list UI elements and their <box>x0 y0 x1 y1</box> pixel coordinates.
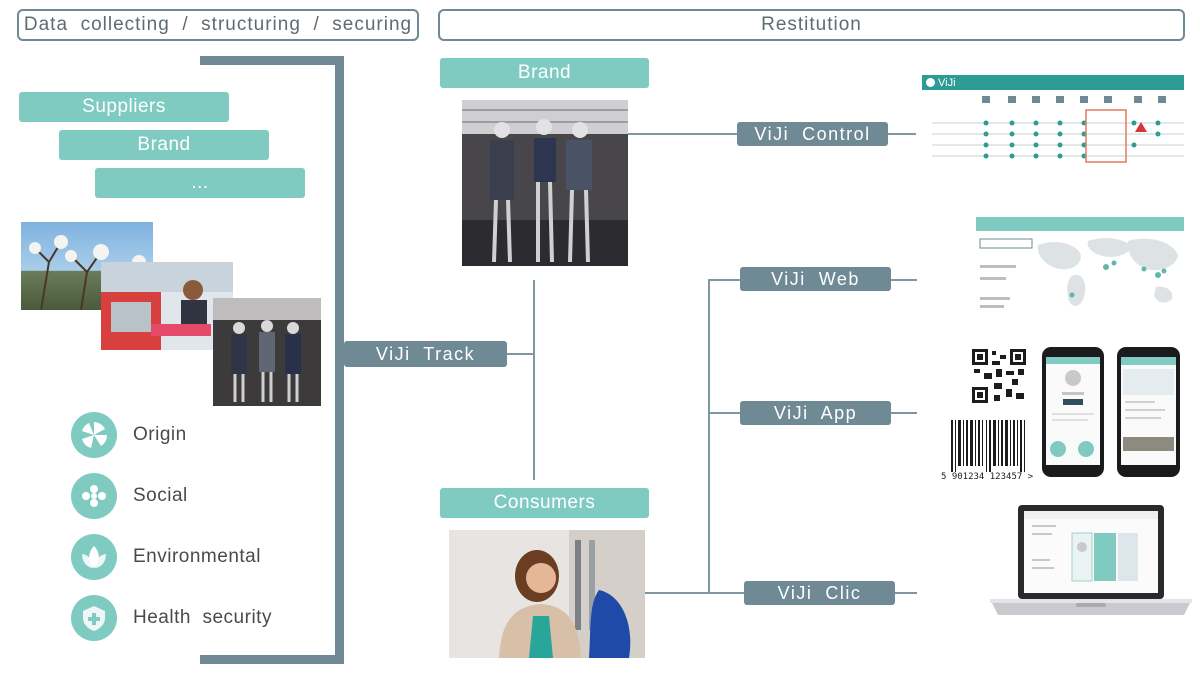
store-mannequins-photo <box>213 298 321 406</box>
viji-control-screenshot: ViJi <box>922 75 1184 165</box>
viji-control-label: ViJi Control <box>737 122 888 146</box>
category-health-security: Health security <box>71 595 272 641</box>
web-branch-line <box>708 279 740 281</box>
category-environmental: Environmental <box>71 534 261 580</box>
clic-to-screen-line <box>895 592 917 594</box>
bracket-vertical <box>335 56 344 664</box>
track-connector <box>507 353 534 355</box>
consumers-label: Consumers <box>440 488 649 518</box>
social-icon <box>71 473 117 519</box>
health-security-icon <box>71 595 117 641</box>
profile-avatar <box>1065 370 1081 386</box>
phone-profile-screen <box>1042 347 1104 477</box>
environmental-icon <box>71 534 117 580</box>
origin-icon <box>71 412 117 458</box>
source-more: ... <box>95 168 305 198</box>
control-topbar: ViJi <box>922 75 1184 90</box>
data-collecting-header: Data collecting / structuring / securing <box>17 9 419 41</box>
control-to-screen-line <box>888 133 916 135</box>
source-suppliers: Suppliers <box>19 92 229 122</box>
factory-worker-photo <box>101 262 233 350</box>
category-origin: Origin <box>71 412 187 458</box>
app-to-screen-line <box>891 412 917 414</box>
brand-store-photo <box>462 100 628 266</box>
category-social-label: Social <box>133 485 188 506</box>
consumers-to-clic-line <box>645 592 745 594</box>
brand-to-control-line <box>628 133 738 135</box>
category-social: Social <box>71 473 188 519</box>
control-logo-text: ViJi <box>938 76 956 89</box>
viji-clic-label: ViJi Clic <box>744 581 895 605</box>
viji-logo-icon <box>926 78 935 87</box>
restitution-header-text: Restitution <box>761 14 862 35</box>
viji-web-label: ViJi Web <box>740 267 891 291</box>
viji-track-label: ViJi Track <box>344 341 507 367</box>
category-environmental-label: Environmental <box>133 546 261 567</box>
restitution-header: Restitution <box>438 9 1185 41</box>
viji-web-screenshot <box>976 205 1184 319</box>
restitution-vertical-line <box>708 280 710 594</box>
consumer-shopping-photo <box>449 530 645 658</box>
qr-code <box>972 349 1026 403</box>
control-table-graphic <box>932 96 1184 163</box>
phone-map-screen <box>1117 347 1180 477</box>
bracket-bottom <box>200 655 344 664</box>
web-to-screen-line <box>891 279 917 281</box>
viji-app-label: ViJi App <box>740 401 891 425</box>
barcode: 5 901234 123457 > <box>941 418 1035 486</box>
bracket-top <box>200 56 344 65</box>
app-branch-line <box>708 412 740 414</box>
central-vertical-line <box>533 280 535 480</box>
barcode-number: 5 901234 123457 > <box>941 472 1034 482</box>
data-collecting-header-text: Data collecting / structuring / securing <box>23 14 413 35</box>
brand-label: Brand <box>440 58 649 88</box>
viji-clic-laptop <box>988 503 1194 617</box>
category-health-security-label: Health security <box>133 607 272 628</box>
category-origin-label: Origin <box>133 424 187 445</box>
source-brand: Brand <box>59 130 269 160</box>
